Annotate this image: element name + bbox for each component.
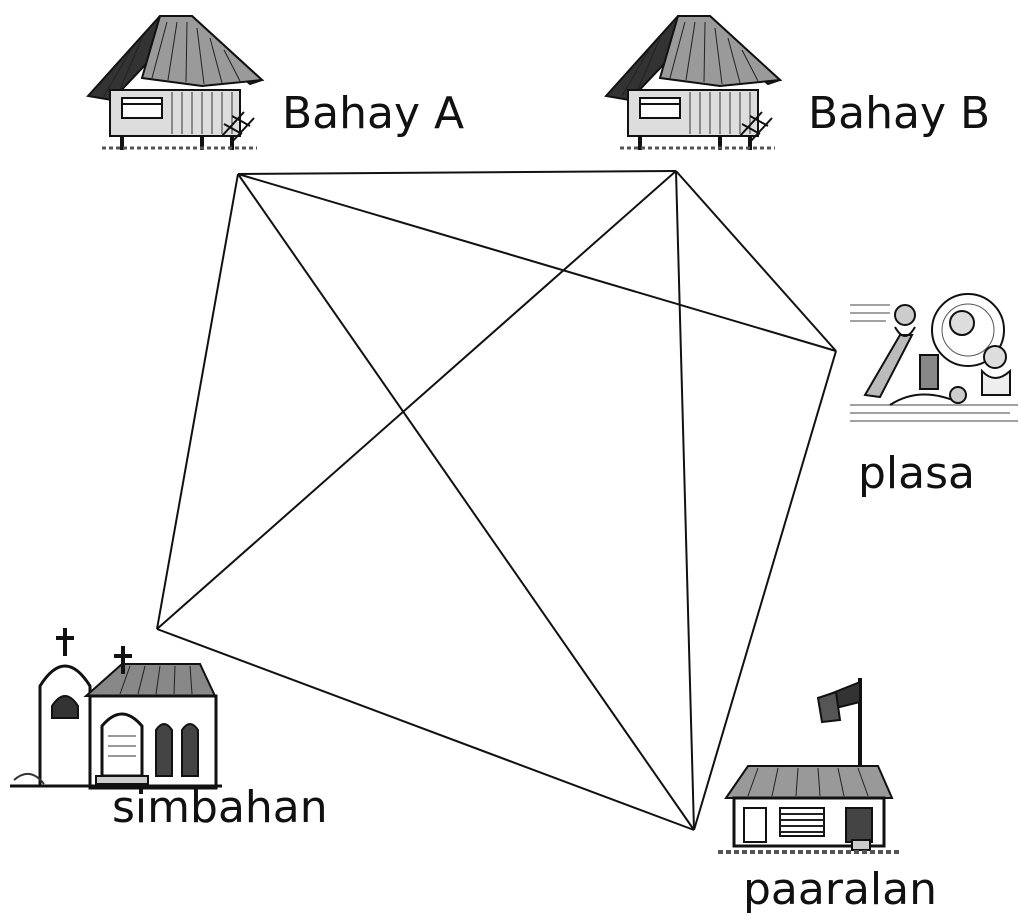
edge-bahay-a-bahay-b <box>237 170 677 175</box>
edge-bahay-a-simbahan <box>156 173 239 630</box>
node-label-simbahan: simbahan <box>112 782 328 833</box>
edge-bahay-b-paaralan <box>675 170 695 831</box>
edge-bahay-b-plasa <box>675 170 837 352</box>
node-label-plasa: plasa <box>858 448 976 499</box>
node-label-bahay-b: Bahay B <box>808 88 991 139</box>
school-with-flag-icon <box>718 678 902 854</box>
nipa-hut-icon <box>604 15 783 150</box>
node-label-paaralan: paaralan <box>743 864 937 915</box>
edge-bahay-a-paaralan <box>237 173 695 831</box>
playground-icon <box>850 285 1018 435</box>
nipa-hut-icon <box>86 15 265 150</box>
edge-simbahan-paaralan <box>156 628 695 831</box>
edge-plasa-paaralan <box>693 350 837 831</box>
edge-bahay-a-plasa <box>237 173 837 352</box>
church-icon <box>10 628 222 790</box>
edge-bahay-b-simbahan <box>156 170 677 630</box>
node-label-bahay-a: Bahay A <box>282 88 465 139</box>
